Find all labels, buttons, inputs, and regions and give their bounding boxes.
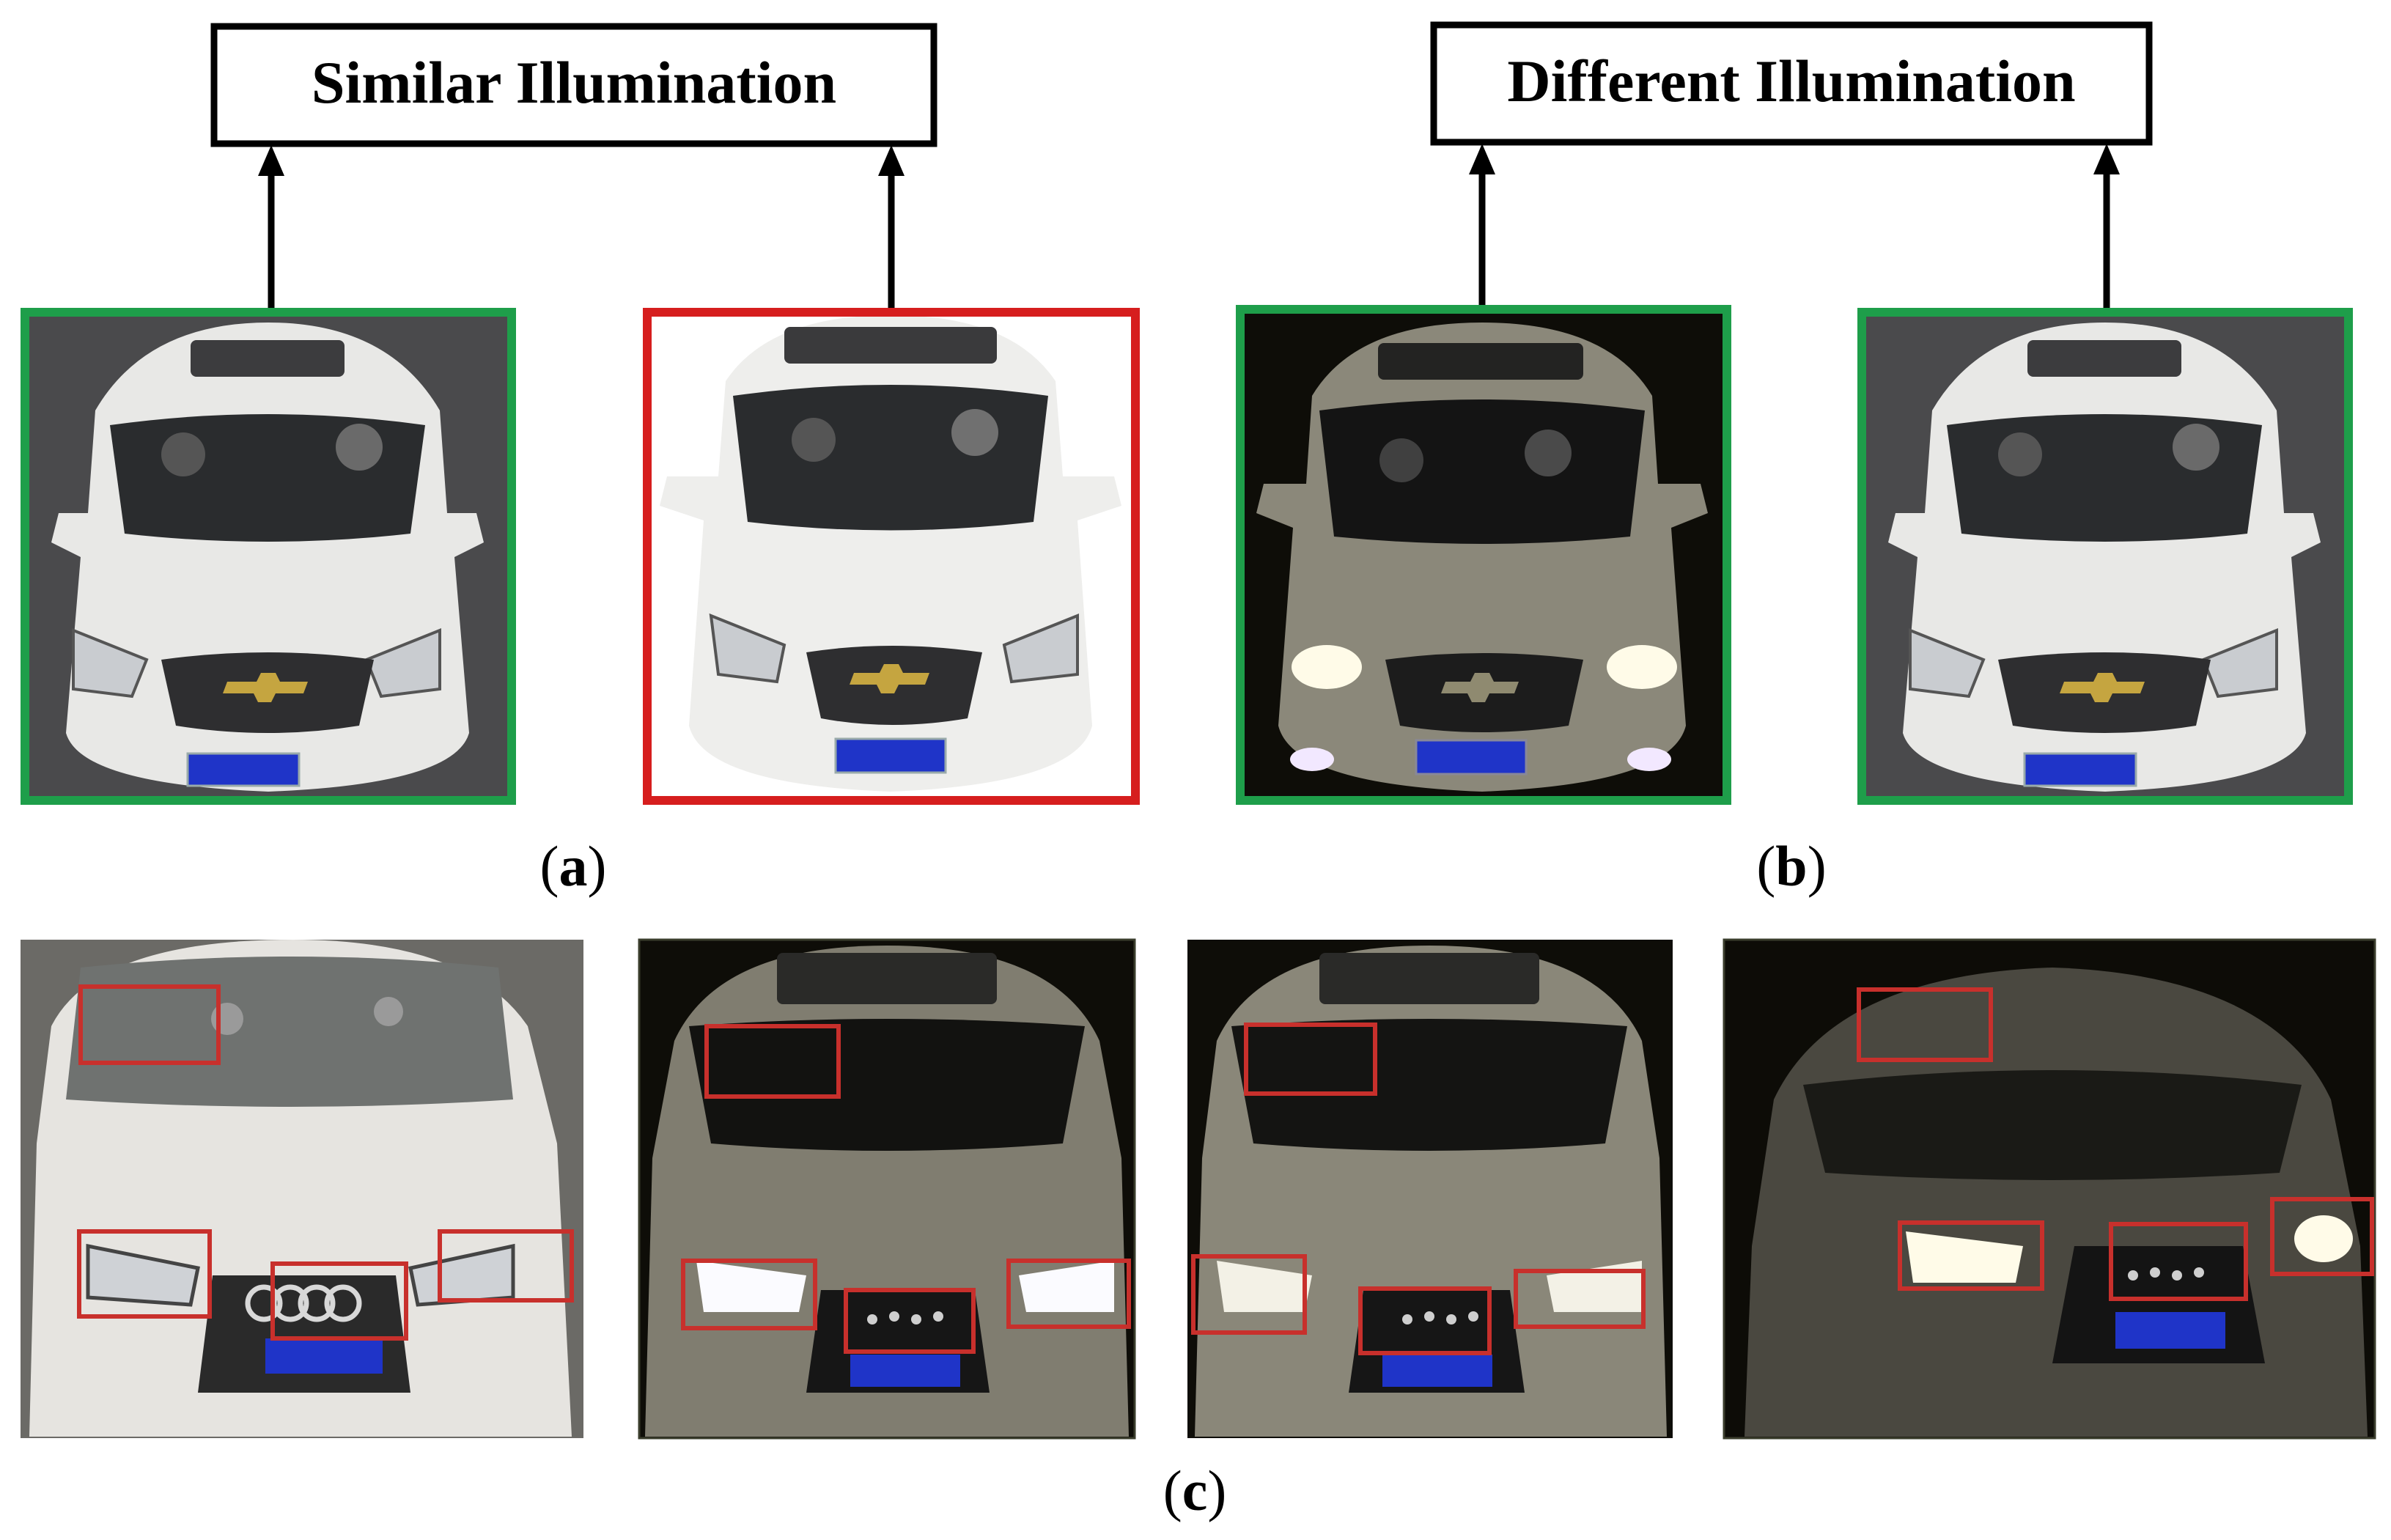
highlight-c3-grille	[1358, 1286, 1492, 1355]
panel-a-image-2	[647, 312, 1135, 800]
highlight-c4-right-headlight	[2270, 1197, 2374, 1276]
highlight-c2-window	[704, 1024, 841, 1099]
arrow-a1	[258, 145, 284, 317]
panel-a-label: (a)	[540, 834, 607, 898]
panel-c-image-3	[1187, 940, 1673, 1438]
arrows	[258, 144, 2120, 318]
panel-a-frame-1	[21, 308, 516, 805]
panel-b-frame-2	[1857, 308, 2353, 805]
highlight-boxes	[77, 984, 2374, 1355]
arrow-b1	[1469, 144, 1495, 314]
similar-illumination-box: Similar Illumination	[210, 23, 937, 147]
highlight-c4-grille	[2109, 1222, 2248, 1301]
panel-c-border-4	[1723, 938, 2376, 1440]
panel-c-border-2	[638, 938, 1136, 1440]
highlight-c1-left-headlight	[77, 1229, 212, 1319]
highlight-c2-left-headlight	[681, 1259, 817, 1330]
highlight-c3-window	[1244, 1023, 1377, 1096]
highlight-c4-window	[1857, 987, 1993, 1062]
different-illumination-box: Different Illumination	[1430, 21, 2153, 146]
similar-illumination-label: Similar Illumination	[312, 49, 836, 116]
highlight-c3-left-headlight	[1191, 1254, 1307, 1335]
highlight-c1-right-headlight	[438, 1229, 574, 1303]
highlight-c1-window	[78, 984, 221, 1065]
panel-b-frame-1	[1236, 305, 1731, 805]
panel-a-frame-2	[643, 308, 1140, 805]
arrow-a2	[878, 145, 905, 317]
highlight-c4-left-headlight	[1898, 1220, 2044, 1291]
panel-b-image-2	[1862, 312, 2348, 800]
highlight-c2-right-headlight	[1006, 1259, 1131, 1329]
panel-b-image-1	[1240, 309, 1727, 800]
highlight-c1-grille	[270, 1261, 408, 1341]
highlight-c3-right-headlight	[1514, 1269, 1646, 1329]
highlight-c2-grille	[844, 1288, 976, 1354]
panel-c-label: (c)	[1163, 1459, 1227, 1522]
panel-c-image-1	[21, 940, 583, 1438]
panel-a-image-1	[25, 312, 512, 800]
panel-b-label: (b)	[1756, 834, 1826, 898]
different-illumination-label: Different Illumination	[1507, 48, 2075, 114]
panel-c-image-4	[1724, 940, 2375, 1438]
panel-c-image-2	[639, 940, 1135, 1438]
arrow-b2	[2093, 144, 2120, 318]
